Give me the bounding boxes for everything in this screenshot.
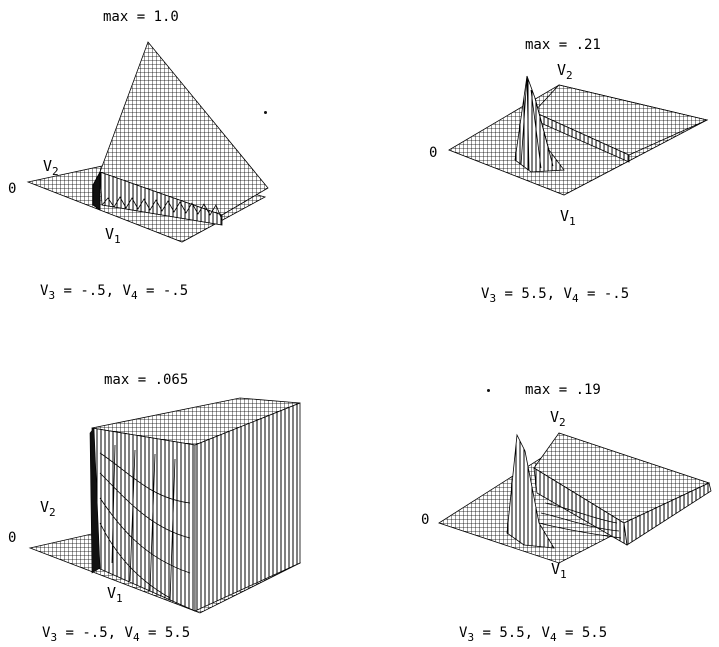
surface-panel-3: max = .065 V2 0 V1 V3 = -.5, V4 = 5.5 — [0, 323, 360, 646]
axis-label-v2: V2 — [43, 157, 59, 178]
surface-plot-2 — [448, 75, 709, 196]
axis-label-v1: V1 — [551, 560, 567, 581]
front-sawtooth — [101, 196, 223, 221]
axis-label-zero: 0 — [429, 145, 438, 161]
left-edge — [89, 427, 101, 574]
box-side — [194, 402, 301, 612]
panel-caption: V3 = -.5, V4 = 5.5 — [42, 625, 191, 644]
axis-label-zero: 0 — [421, 512, 430, 528]
surface-panel-4: max = .19 V2 0 V1 V3 = 5.5, V4 = 5.5 — [359, 323, 719, 646]
spike-ridges — [520, 75, 554, 171]
panel-caption: V3 = 5.5, V4 = -.5 — [481, 286, 630, 305]
surface-plot-1 — [26, 41, 269, 243]
axis-label-v2: V2 — [550, 408, 566, 429]
max-label: max = 1.0 — [103, 9, 179, 25]
left-wall — [92, 171, 101, 211]
front-wall — [99, 171, 223, 226]
stray-mark — [487, 389, 490, 392]
surface-plot-3 — [28, 397, 302, 614]
axis-label-v1: V1 — [107, 584, 123, 605]
axis-label-zero: 0 — [8, 530, 17, 546]
panel-caption: V3 = 5.5, V4 = 5.5 — [459, 625, 608, 644]
max-label: max = .065 — [104, 372, 189, 388]
front-facets — [99, 444, 191, 603]
max-label: max = .21 — [525, 37, 601, 53]
surface-panel-2: max = .21 V2 0 V1 V3 = 5.5, V4 = -.5 — [359, 0, 719, 323]
axis-label-v2: V2 — [40, 498, 56, 519]
axis-label-v1: V1 — [560, 207, 576, 228]
front-ridges — [538, 502, 622, 539]
stray-mark — [264, 111, 267, 114]
surface-panel-1: max = 1.0 V2 0 V1 V3 = -.5, V4 = -.5 — [0, 0, 360, 323]
panel-caption: V3 = -.5, V4 = -.5 — [40, 283, 189, 302]
axis-label-zero: 0 — [8, 181, 17, 197]
surface-plot-4 — [438, 432, 712, 564]
max-label: max = .19 — [525, 382, 601, 398]
axis-label-v1: V1 — [105, 225, 121, 246]
axis-label-v2: V2 — [557, 61, 573, 82]
side-wall — [623, 482, 712, 546]
